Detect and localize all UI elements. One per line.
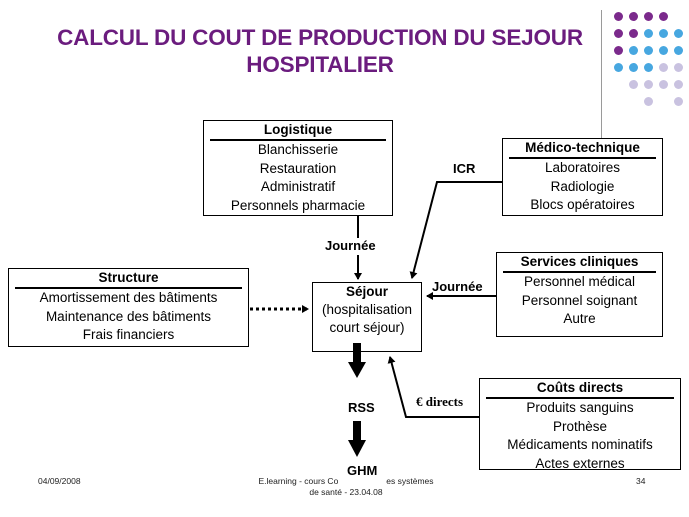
services-cliniques-item: Autre [563,311,596,326]
decorative-dot [644,46,653,55]
services-cliniques-header: Services cliniques [503,253,656,273]
label-ghm: GHM [347,463,378,478]
sejour-box: Séjour (hospitalisation court séjour) [312,282,422,352]
sejour-item: (hospitalisation [321,302,413,317]
couts-directs-item: Produits sanguins [526,400,634,415]
decorative-dot [629,46,638,55]
decorative-dot [659,63,668,72]
decorative-dot [674,29,683,38]
arrow-sejour-rss-shaft [353,343,361,365]
logistique-box: Logistique Blanchisserie Restauration Ad… [203,120,393,216]
decorative-dot [674,80,683,89]
logistique-item: Blanchisserie [257,142,339,157]
decorative-dot [614,63,623,72]
decorative-dot [659,29,668,38]
decorative-dot [629,12,638,21]
structure-header: Structure [15,269,242,289]
decorative-dot [644,97,653,106]
medico-technique-box: Médico-technique Laboratoires Radiologie… [502,138,663,216]
couts-directs-item: Actes externes [535,455,625,471]
decorative-dot [644,63,653,72]
decorative-dot [659,80,668,89]
decorative-dot [674,63,683,72]
decorative-dot [644,12,653,21]
label-icr: ICR [453,161,476,176]
medico-technique-item: Radiologie [550,178,615,194]
logistique-item: Restauration [259,160,337,176]
couts-directs-item: Prothèse [552,418,608,434]
decorative-divider [601,10,602,150]
structure-item: Amortissement des bâtiments [39,290,218,305]
sejour-header: Séjour [345,284,388,299]
structure-item: Maintenance des bâtiments [45,308,212,324]
sejour-item: court séjour) [329,319,405,335]
footer-page-number: 34 [636,476,646,486]
footer-date: 04/09/2008 [38,476,81,486]
decorative-dot [674,46,683,55]
arrow-sejour-rss-head [348,362,366,378]
title-line-2: HOSPITALIER [246,52,394,77]
decorative-dot [614,29,623,38]
decorative-dot [629,63,638,72]
couts-directs-box: Coûts directs Produits sanguins Prothèse… [479,378,681,471]
footer-course-line-1: E.learning - cours Co es systèmes [246,476,446,487]
label-journee-right: Journée [432,279,483,294]
decorative-dot [629,80,638,89]
logistique-header: Logistique [210,121,386,141]
couts-directs-header: Coûts directs [486,379,674,399]
couts-directs-item: Médicaments nominatifs [507,437,653,452]
decorative-dot [674,97,683,106]
structure-item: Frais financiers [82,327,175,342]
label-rss: RSS [348,400,375,415]
decorative-dot [644,29,653,38]
medico-technique-header: Médico-technique [509,139,656,159]
services-cliniques-item: Personnel médical [523,274,636,289]
structure-box: Structure Amortissement des bâtiments Ma… [8,268,249,347]
arrow-rss-ghm-head [348,440,366,457]
decorative-dot [644,80,653,89]
medico-technique-item: Blocs opératoires [530,197,635,212]
decorative-dot [659,12,668,21]
decorative-dot [629,29,638,38]
slide-title: CALCUL DU COUT DE PRODUCTION DU SEJOUR H… [20,24,620,78]
arrow-icr [409,181,502,279]
logistique-item: Personnels pharmacie [230,197,366,213]
services-cliniques-box: Services cliniques Personnel médical Per… [496,252,663,337]
arrow-couts-directs [387,356,479,418]
services-cliniques-item: Personnel soignant [521,292,638,308]
footer-course: E.learning - cours Co es systèmes de sant… [246,476,446,498]
footer-course-line-2: de santé - 23.04.08 [309,487,383,497]
decorative-dot [614,46,623,55]
arrow-rss-ghm-shaft [353,421,361,443]
title-line-1: CALCUL DU COUT DE PRODUCTION DU SEJOUR [57,25,583,50]
medico-technique-item: Laboratoires [544,160,621,175]
logistique-item: Administratif [260,179,336,194]
decorative-dot [614,12,623,21]
label-euro-directs: € directs [416,394,464,409]
footer-course-line-1-start: E.learning - cours Co [258,476,339,486]
footer-course-line-1-end: es systèmes [386,476,434,486]
label-journee-top: Journée [325,238,376,253]
decorative-dot [659,46,668,55]
